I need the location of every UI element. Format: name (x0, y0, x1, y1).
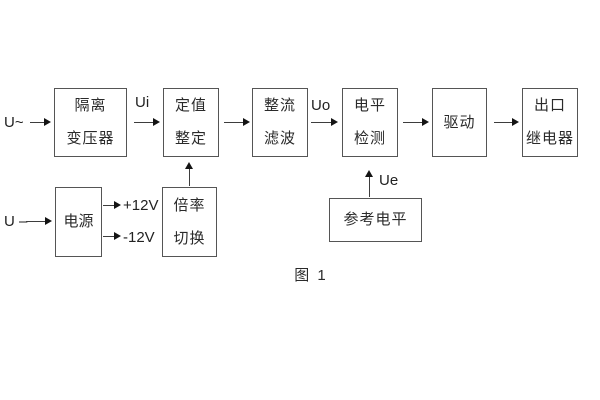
label-minus-12v: -12V (123, 229, 155, 246)
label-input-dc: U – (4, 213, 28, 230)
block-label: 隔离 (74, 97, 107, 114)
block-label: 电源 (63, 213, 94, 230)
block-ratio-switch: 倍率 切换 (162, 187, 217, 257)
block-label: 滤波 (263, 130, 296, 147)
block-label: 整流 (263, 97, 296, 114)
label-plus-12v: +12V (123, 197, 159, 214)
block-label: 变压器 (66, 130, 115, 147)
block-level-detection: 电平 检测 (342, 88, 398, 157)
block-output-relay: 出口 继电器 (522, 88, 578, 157)
label-ui: Ui (135, 94, 150, 111)
block-power-supply: 电源 (55, 187, 102, 257)
arrow-rectifier-to-level (311, 116, 338, 129)
block-label: 切换 (173, 229, 206, 247)
block-label: 倍率 (173, 196, 206, 214)
arrow-minus-12v (103, 230, 121, 243)
block-label: 出口 (533, 97, 566, 114)
arrow-reference-to-level (363, 169, 376, 197)
arrow-plus-12v (103, 199, 121, 212)
block-label: 整定 (174, 130, 207, 147)
arrow-dc-input (26, 215, 52, 228)
label-input-ac: U~ (4, 114, 24, 131)
block-label: 参考电平 (343, 211, 408, 228)
label-uo: Uo (311, 97, 331, 114)
arrow-level-to-driver (403, 116, 429, 129)
figure-caption: 图 1 (294, 267, 328, 284)
block-label: 定值 (174, 97, 207, 114)
block-rectifier-filter: 整流 滤波 (252, 88, 308, 157)
block-driver: 驱动 (432, 88, 487, 157)
arrow-isolation-to-setting (134, 116, 160, 129)
arrow-driver-to-relay (494, 116, 519, 129)
arrow-ratio-to-setting (183, 161, 196, 186)
block-setting-adjustment: 定值 整定 (163, 88, 219, 157)
block-label: 检测 (353, 130, 386, 147)
block-label: 电平 (353, 97, 386, 114)
label-ue: Ue (379, 172, 399, 189)
block-label: 驱动 (443, 113, 476, 131)
block-label: 继电器 (525, 130, 574, 147)
arrow-setting-to-rectifier (224, 116, 250, 129)
arrow-ac-input (30, 116, 51, 129)
block-isolation-transformer: 隔离 变压器 (54, 88, 127, 157)
block-reference-level: 参考电平 (329, 198, 422, 242)
